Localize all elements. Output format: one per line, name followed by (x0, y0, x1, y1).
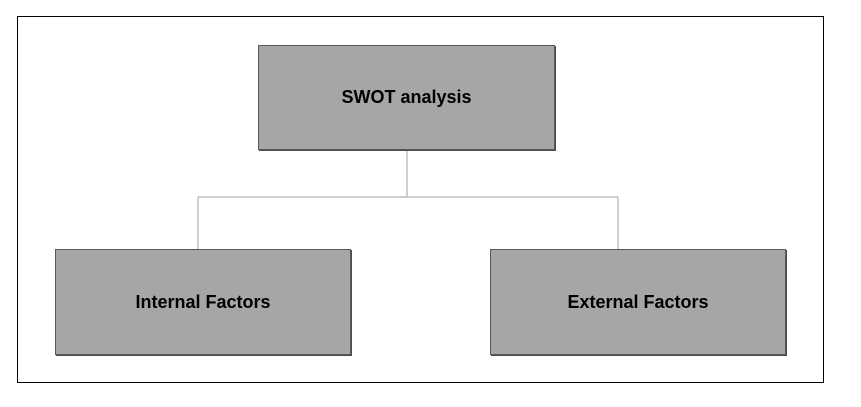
node-swot-analysis: SWOT analysis (258, 45, 555, 150)
node-external-factors: External Factors (490, 249, 786, 355)
node-internal-factors-label: Internal Factors (135, 291, 271, 312)
node-external-factors-label: External Factors (567, 291, 709, 312)
node-swot-analysis-label: SWOT analysis (341, 87, 472, 107)
node-internal-factors: Internal Factors (55, 249, 351, 355)
